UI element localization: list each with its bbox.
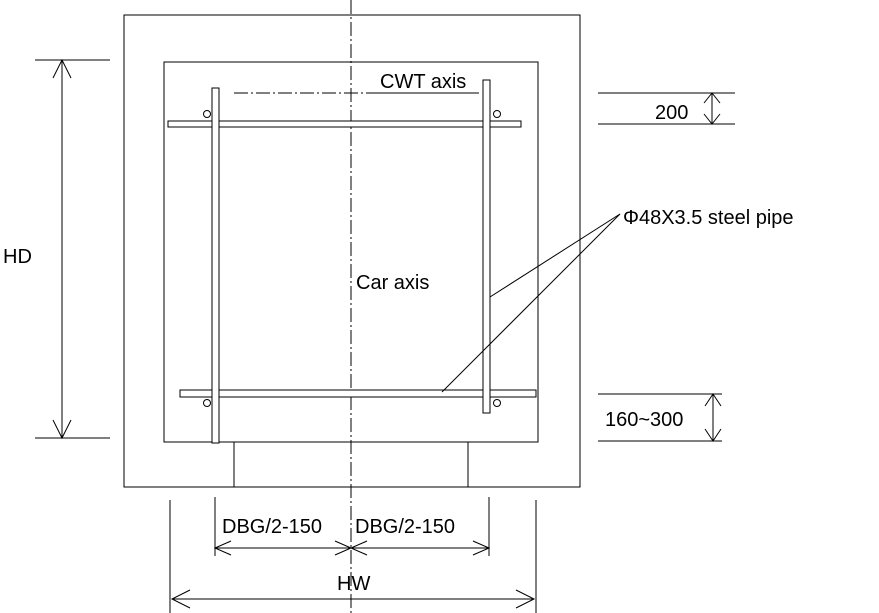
anchor-circle-top-right xyxy=(493,110,501,118)
anchor-circle-bottom-left xyxy=(203,399,211,407)
anchor-circle-bottom-right xyxy=(493,399,501,407)
hw-label: HW xyxy=(337,573,370,595)
cwt-axis-label: CWT axis xyxy=(380,71,466,93)
car-axis-label: Car axis xyxy=(356,272,429,294)
steel-pipe-right xyxy=(482,79,491,414)
hw-arrow-right xyxy=(515,589,536,609)
pipe-leader-2 xyxy=(441,213,621,393)
dim-160-label: 160~300 xyxy=(605,409,683,431)
outer-shaft-wall xyxy=(123,14,581,488)
dim-200-label: 200 xyxy=(655,102,688,124)
hw-arrow-left xyxy=(170,589,191,609)
hd-arrow-up xyxy=(52,58,72,79)
anchor-circle-top-left xyxy=(203,110,211,118)
pipe-callout-label: Φ48X3.5 steel pipe xyxy=(623,207,794,229)
hd-label: HD xyxy=(3,246,32,268)
dim-200-arrow-down xyxy=(703,113,721,125)
steel-pipe-bottom xyxy=(179,389,537,398)
steel-pipe-top xyxy=(167,120,522,128)
dim-160-arrow-down xyxy=(704,428,722,442)
hd-arrow-down xyxy=(52,419,72,440)
pipe-leader-1 xyxy=(489,213,621,298)
dbg-right-label: DBG/2-150 xyxy=(355,516,455,538)
dim-200-arrow-up xyxy=(703,92,721,104)
dbg-left-label: DBG/2-150 xyxy=(222,516,322,538)
dim-160-arrow-up xyxy=(704,393,722,407)
steel-pipe-left xyxy=(211,87,220,444)
